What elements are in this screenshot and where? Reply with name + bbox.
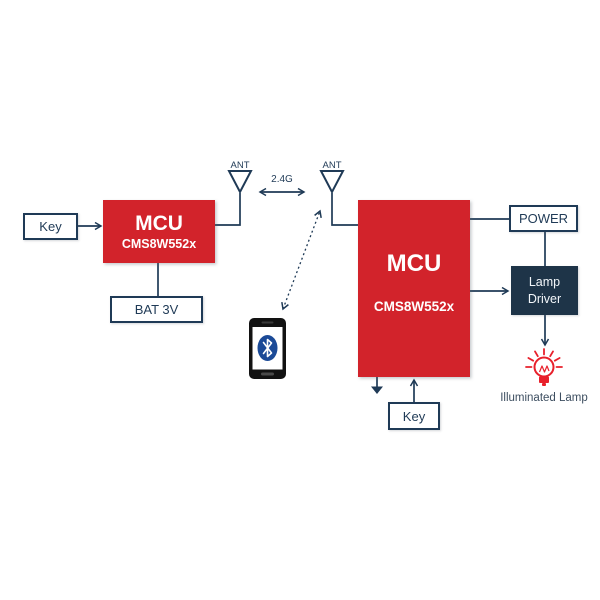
down-arrow-solid-icon <box>371 377 383 394</box>
bluetooth-link-arrow <box>281 209 322 311</box>
ant-label-right: ANT <box>322 160 342 171</box>
mcu-box-receiver: MCU CMS8W552x <box>358 200 470 377</box>
battery-label: BAT 3V <box>134 302 179 317</box>
smartphone-icon <box>249 318 286 379</box>
bluetooth-icon <box>257 335 278 361</box>
connectors <box>78 187 550 402</box>
key-box-receiver: Key <box>388 402 440 430</box>
key-box-transmitter: Key <box>23 213 78 240</box>
connector-mcu-left-to-antenna <box>215 193 241 226</box>
mcu-box-transmitter: MCU CMS8W552x <box>103 200 215 263</box>
power-box: POWER <box>509 205 578 232</box>
mcu-title-receiver: MCU <box>386 250 442 277</box>
illuminated-lamp-icon <box>525 348 563 386</box>
battery-box: BAT 3V <box>110 296 203 323</box>
illuminated-lamp-caption: Illuminated Lamp <box>500 392 588 404</box>
antenna-icon-right <box>319 170 345 195</box>
connector-antenna-to-mcu-right <box>331 193 358 226</box>
key-label-transmitter: Key <box>39 219 62 234</box>
lamp-driver-box: Lamp Driver <box>511 266 578 315</box>
key-label-receiver: Key <box>402 408 426 424</box>
ant-label-left: ANT <box>230 160 250 171</box>
antenna-icon-left <box>227 170 253 195</box>
mcu-title-transmitter: MCU <box>135 211 183 235</box>
lamp-driver-label: Lamp Driver <box>527 274 562 306</box>
rf-link-label: 2.4G <box>271 174 293 185</box>
mcu-part-transmitter: CMS8W552x <box>121 236 197 251</box>
mcu-part-receiver: CMS8W552x <box>373 299 455 314</box>
power-label: POWER <box>518 211 569 226</box>
